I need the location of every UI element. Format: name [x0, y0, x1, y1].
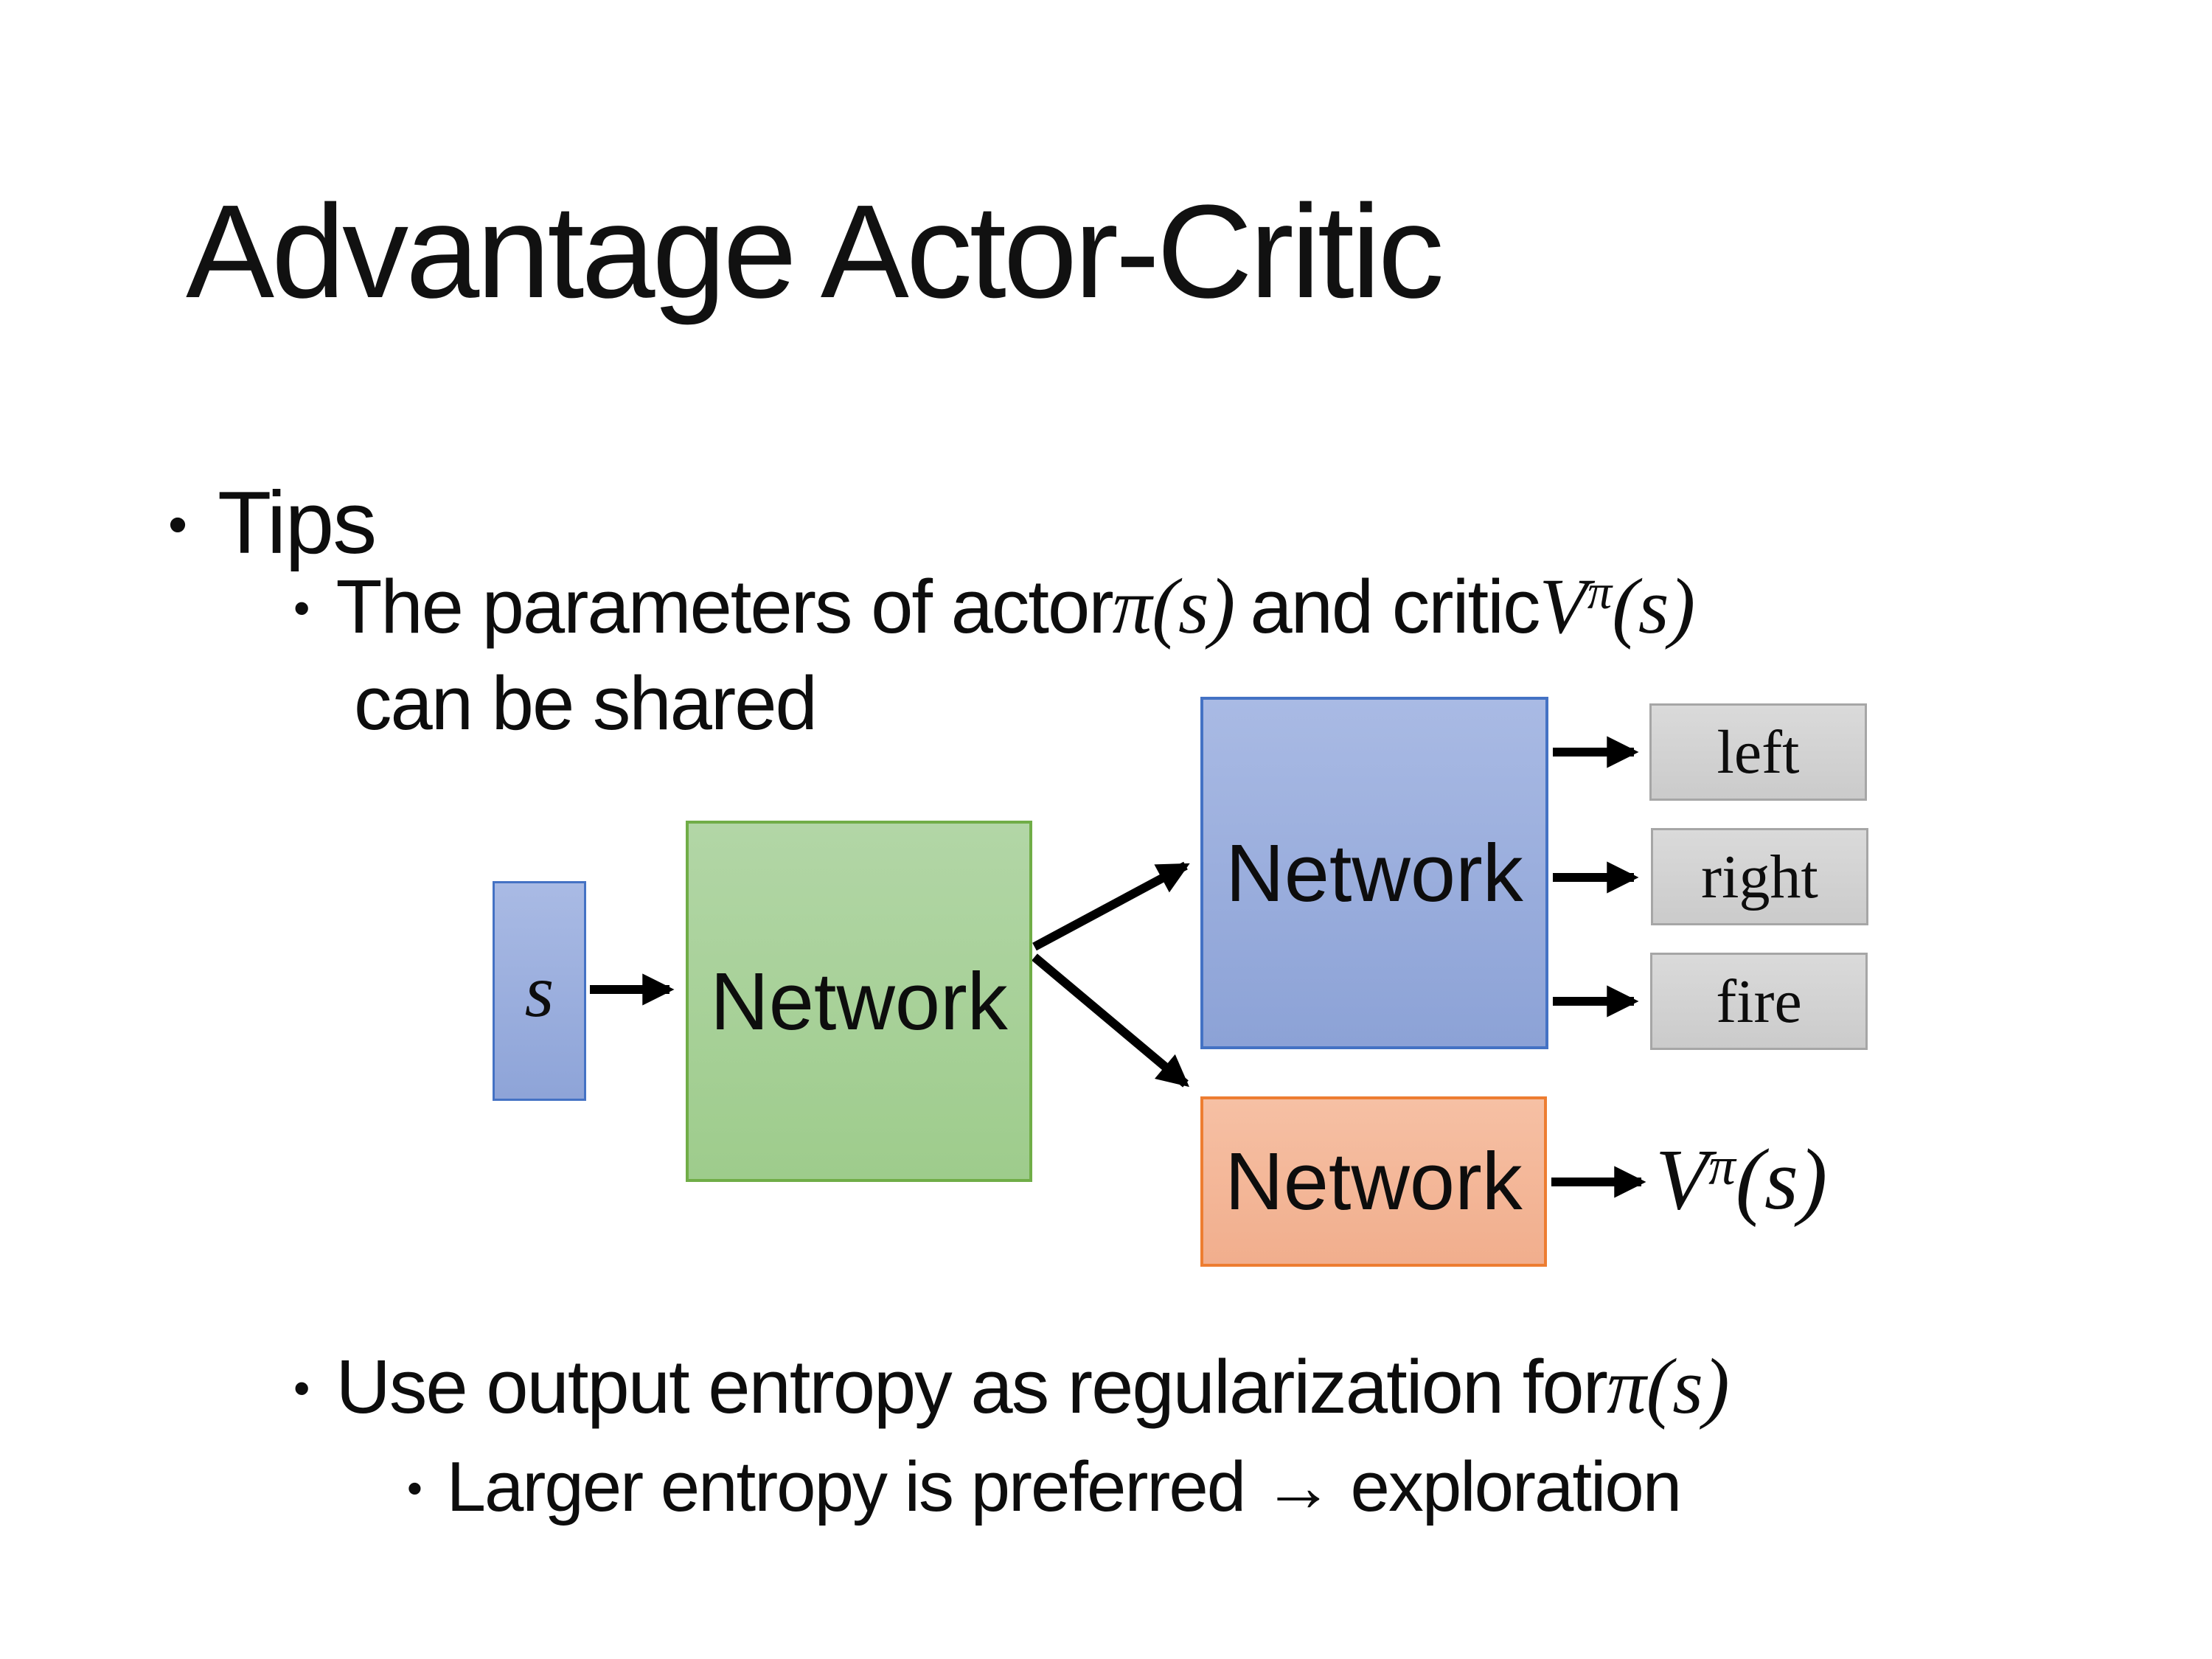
action-right-label: right — [1701, 842, 1818, 911]
entropy-text-pre: Use output entropy as regularization for — [335, 1344, 1608, 1429]
bullet-icon: • — [407, 1463, 422, 1513]
entropy-policy-math: π(s) — [1606, 1343, 1730, 1430]
action-left-label: left — [1717, 717, 1800, 787]
state-box: s — [493, 881, 586, 1101]
state-label: s — [524, 949, 554, 1033]
params-text-line2: can be shared — [354, 661, 818, 745]
value-base: V — [1655, 1131, 1709, 1228]
action-right-box: right — [1651, 828, 1868, 925]
action-fire-box: fire — [1650, 953, 1868, 1050]
arrow-shared-to-critic — [1032, 953, 1189, 1088]
bullet-larger: • Larger entropy is preferred → explorat… — [407, 1447, 1683, 1528]
shared-network-label: Network — [710, 956, 1008, 1047]
arrow-shared-to-actor — [1032, 861, 1190, 951]
value-sup: π — [1708, 1136, 1736, 1197]
bullet-icon: • — [293, 1361, 310, 1415]
action-left-box: left — [1649, 703, 1867, 801]
bullet-params-line2: can be shared — [354, 660, 818, 747]
bullet-icon: • — [168, 493, 188, 555]
bullet-entropy: • Use output entropy as regularization f… — [293, 1342, 1730, 1433]
critic-value-base: V — [1539, 563, 1587, 650]
shared-network-box: Network — [686, 821, 1032, 1182]
action-fire-label: fire — [1716, 967, 1802, 1036]
larger-text: Larger entropy is preferred → exploratio… — [446, 1447, 1683, 1526]
critic-value-math: Vπ(s) — [1539, 562, 1695, 653]
critic-network-label: Network — [1225, 1136, 1523, 1227]
bullet-tips: • Tips — [168, 472, 377, 574]
critic-network-box: Network — [1200, 1096, 1547, 1267]
actor-network-box: Network — [1200, 697, 1548, 1049]
critic-value-args: (s) — [1612, 563, 1696, 650]
bullet-tips-label: Tips — [217, 473, 377, 572]
actor-policy-math: π(s) — [1112, 563, 1236, 650]
value-output-label: Vπ(s) — [1655, 1130, 1827, 1230]
critic-value-sup: π — [1587, 565, 1613, 619]
params-text-pre: The parameters of actor — [335, 564, 1113, 649]
bullet-icon: • — [293, 581, 310, 635]
actor-network-label: Network — [1225, 827, 1523, 919]
params-text-mid: and critic — [1250, 564, 1540, 649]
bullet-params-line1: • The parameters of actor π(s) and criti… — [293, 562, 1695, 653]
value-args: (s) — [1735, 1131, 1828, 1228]
page-title: Advantage Actor-Critic — [186, 178, 1444, 326]
